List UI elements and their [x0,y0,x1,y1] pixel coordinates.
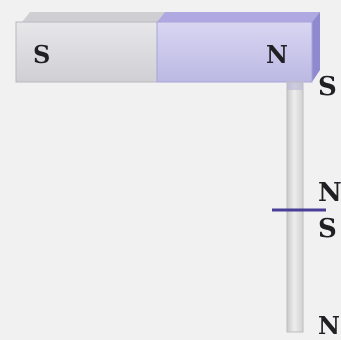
magnet-n-half [156,21,313,83]
rod-marker-lower-label: S [318,214,337,244]
magnet-s-top-face [22,12,165,22]
rod-top-pole-label: S [318,72,337,102]
iron-rod [286,81,304,333]
rod-marker-upper-label: N [318,178,341,208]
rod-bottom-pole-label: N [318,311,340,340]
magnet-n-top-face [157,12,320,22]
magnet-right-pole-label: N [266,40,288,69]
magnet-left-pole-label: S [33,40,51,69]
iron-rod-top-shade [287,82,303,90]
magnet-end-face [312,12,320,82]
